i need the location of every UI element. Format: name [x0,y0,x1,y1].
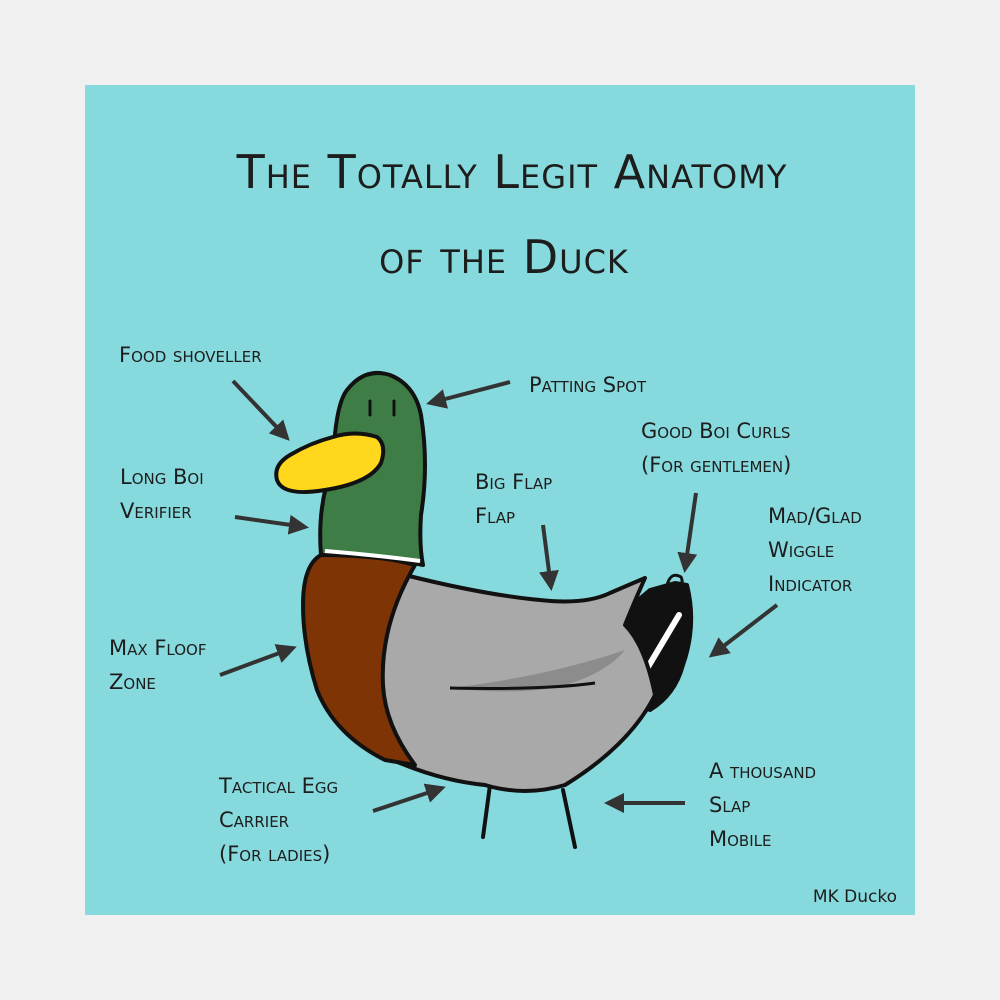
label-good-boi-curls: Good Boi Curls (For gentlemen) [641,419,792,477]
duck-leg-left [481,783,492,839]
arrow-tactical-egg-carrier [372,783,446,813]
duck-wing-line [449,681,596,690]
arrow-mad-glad-wiggle [708,603,779,658]
arrow-long-boi-verifier [234,514,309,535]
arrow-food-shoveller [231,379,290,441]
duck-legs [481,783,577,849]
duck-curl [665,573,684,590]
arrow-big-flap-flap [539,524,559,591]
artist-credit: MK Ducko [812,887,897,907]
duck-beak [274,431,386,494]
arrow-good-boi-curls [677,492,698,573]
label-big-flap-flap: Big Flap Flap [475,470,553,528]
label-max-floof-zone: Max Floof Zone [109,636,207,694]
label-tactical-egg-carrier: Tactical Egg Carrier (For ladies) [219,774,339,866]
label-food-shoveller: Food shoveller [119,343,262,367]
duck-tail-stripe [645,612,682,670]
poster: The Totally Legit Anatomy of the Duck [85,85,915,915]
title-line-2: of the Duck [379,230,629,284]
duck-leg-right [561,788,577,849]
duck-neck-ring [324,549,421,563]
label-mad-glad-wiggle: Mad/Glad Wiggle Indicator [768,504,862,596]
label-long-boi-verifier: Long Boi Verifier [120,465,204,523]
label-arrows [219,379,779,813]
label-patting-spot: Patting Spot [529,373,647,397]
duck-illustration [219,370,779,849]
arrow-max-floof-zone [219,644,297,677]
title-line-1: The Totally Legit Anatomy [236,145,788,199]
label-slap-mobile: A thousand Slap Mobile [709,759,817,851]
arrow-patting-spot [426,380,511,409]
